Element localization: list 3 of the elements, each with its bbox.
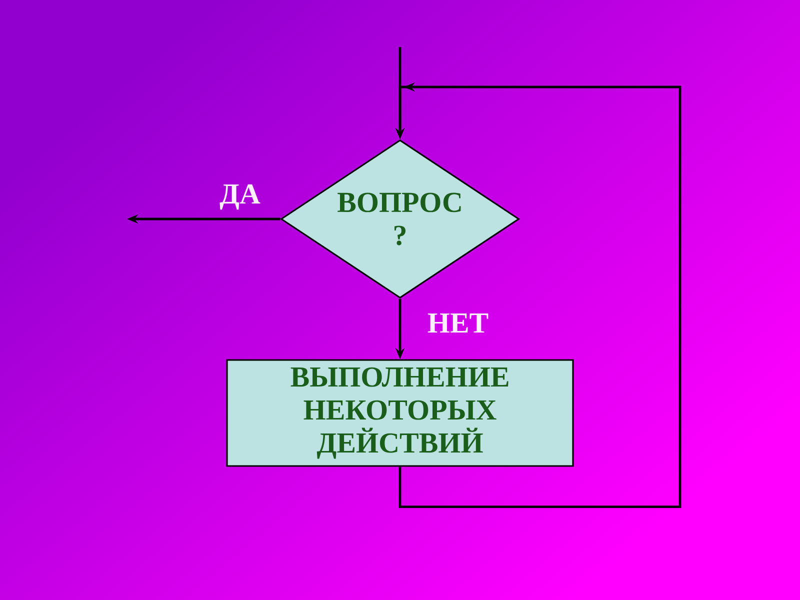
process-box: ВЫПОЛНЕНИЕ НЕКОТОРЫХ ДЕЙСТВИЙ — [226, 359, 574, 467]
edge-label: НЕТ — [428, 314, 488, 332]
edge-label: ДА — [220, 184, 260, 210]
